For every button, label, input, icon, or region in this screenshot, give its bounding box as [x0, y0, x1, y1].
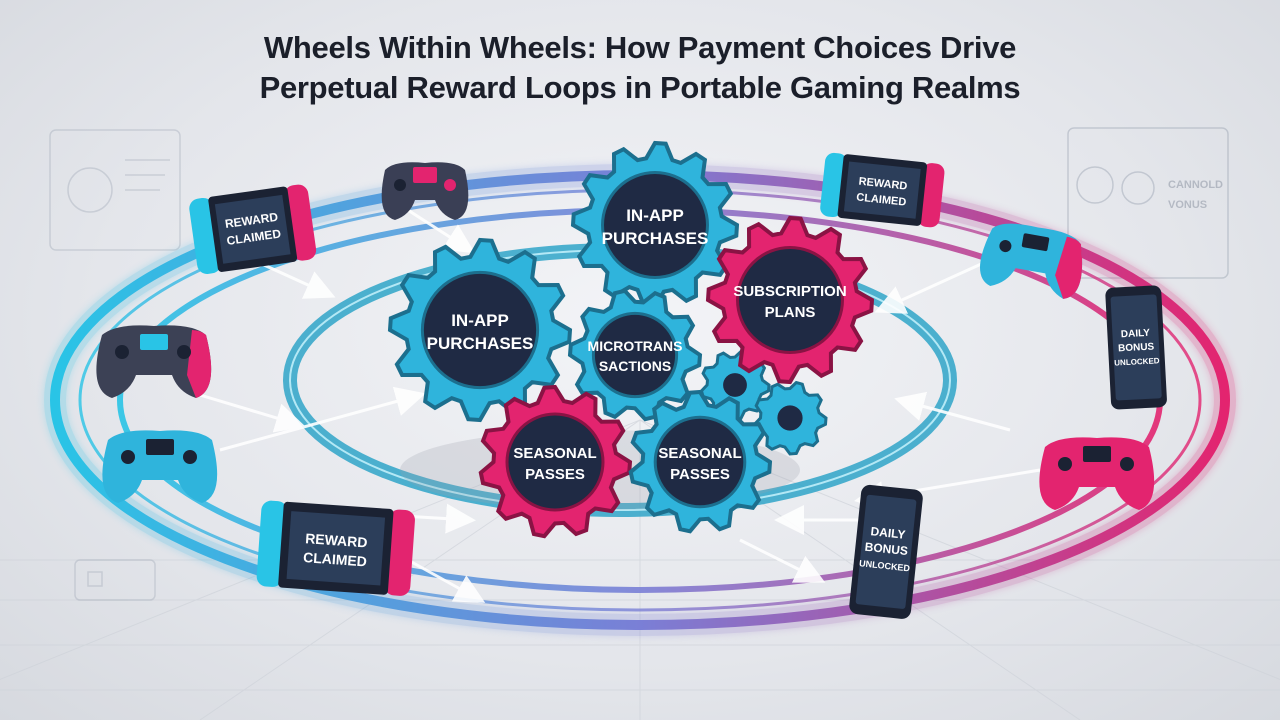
payment-gear-6: SEASONAL PASSES: [628, 389, 773, 534]
title-line-2: Perpetual Reward Loops in Portable Gamin…: [259, 70, 1021, 105]
gear-label-line-1: MICROTRANS: [588, 338, 683, 354]
gear-label-line-1: IN-APP: [626, 206, 684, 225]
title-line-1: Wheels Within Wheels: How Payment Choice…: [263, 30, 1017, 65]
panel-text-1: CANNOLD: [1168, 179, 1223, 191]
controller-left-bottom: [102, 430, 218, 503]
payment-gear-2: IN-APP PURCHASES: [387, 237, 573, 423]
gears-cluster: IN-APPPURCHASESIN-APPPURCHASESSUBSCRIPTI…: [387, 140, 875, 539]
page-title: Wheels Within Wheels: How Payment Choice…: [0, 28, 1280, 108]
daily-text-1: DAILY: [1121, 328, 1151, 341]
reward-text-6: CLAIMED: [856, 191, 907, 208]
gear-hub: [505, 412, 605, 512]
gear-hub: [653, 415, 747, 509]
controller-right-bottom: [1039, 437, 1155, 510]
gear-label-line-2: PASSES: [525, 466, 585, 483]
gear-hub: [420, 270, 540, 390]
reward-text-3: REWARD: [305, 530, 368, 550]
small-gear-hub-2: [777, 405, 803, 431]
gear-label-line-1: SEASONAL: [513, 445, 596, 462]
daily-text-2: BONUS: [1118, 341, 1155, 354]
payment-gear-1: IN-APP PURCHASES: [570, 140, 740, 310]
panel-text-2: VONUS: [1168, 199, 1207, 211]
payment-gear-4: MICROTRANS SACTIONS: [567, 288, 703, 422]
gear-label-line-1: SEASONAL: [658, 445, 741, 462]
controller-top: [381, 162, 469, 220]
switch-console-top-right: REWARD CLAIMED: [820, 152, 945, 228]
faint-panel-left: [49, 129, 181, 251]
gear-label-line-1: IN-APP: [451, 311, 509, 330]
switch-console-top-left: REWARD CLAIMED: [189, 184, 317, 274]
controller-left: [96, 325, 212, 398]
gear-label-line-2: PLANS: [765, 304, 816, 321]
daily-text-4: DAILY: [870, 524, 906, 542]
gear-hub: [591, 311, 679, 399]
small-gear-hub-1: [723, 373, 747, 397]
faint-panel-right: CANNOLD VONUS: [1067, 127, 1229, 279]
gear-hub: [601, 171, 709, 279]
reward-text-5: REWARD: [858, 176, 908, 193]
gear-label-line-1: SUBSCRIPTION: [733, 283, 846, 300]
payment-gear-5: SEASONAL PASSES: [478, 384, 633, 539]
controller-right-top: [980, 223, 1083, 299]
gear-label-line-2: PASSES: [670, 466, 730, 483]
payment-gear-3: SUBSCRIPTION PLANS: [705, 215, 875, 385]
reward-text-4: CLAIMED: [303, 549, 368, 569]
faint-panel-bottom-left: [74, 559, 156, 601]
daily-text-3: UNLOCKED: [1114, 356, 1160, 367]
phone-bottom: DAILY BONUS UNLOCKED: [849, 484, 923, 619]
phone-right: DAILY BONUS UNLOCKED: [1105, 285, 1167, 410]
daily-text-5: BONUS: [864, 540, 909, 558]
gear-label-line-2: SACTIONS: [599, 358, 671, 374]
gear-label-line-2: PURCHASES: [427, 334, 534, 353]
gear-hub: [736, 246, 844, 354]
switch-console-bottom: REWARD CLAIMED: [256, 500, 415, 596]
gear-label-line-2: PURCHASES: [602, 229, 709, 248]
